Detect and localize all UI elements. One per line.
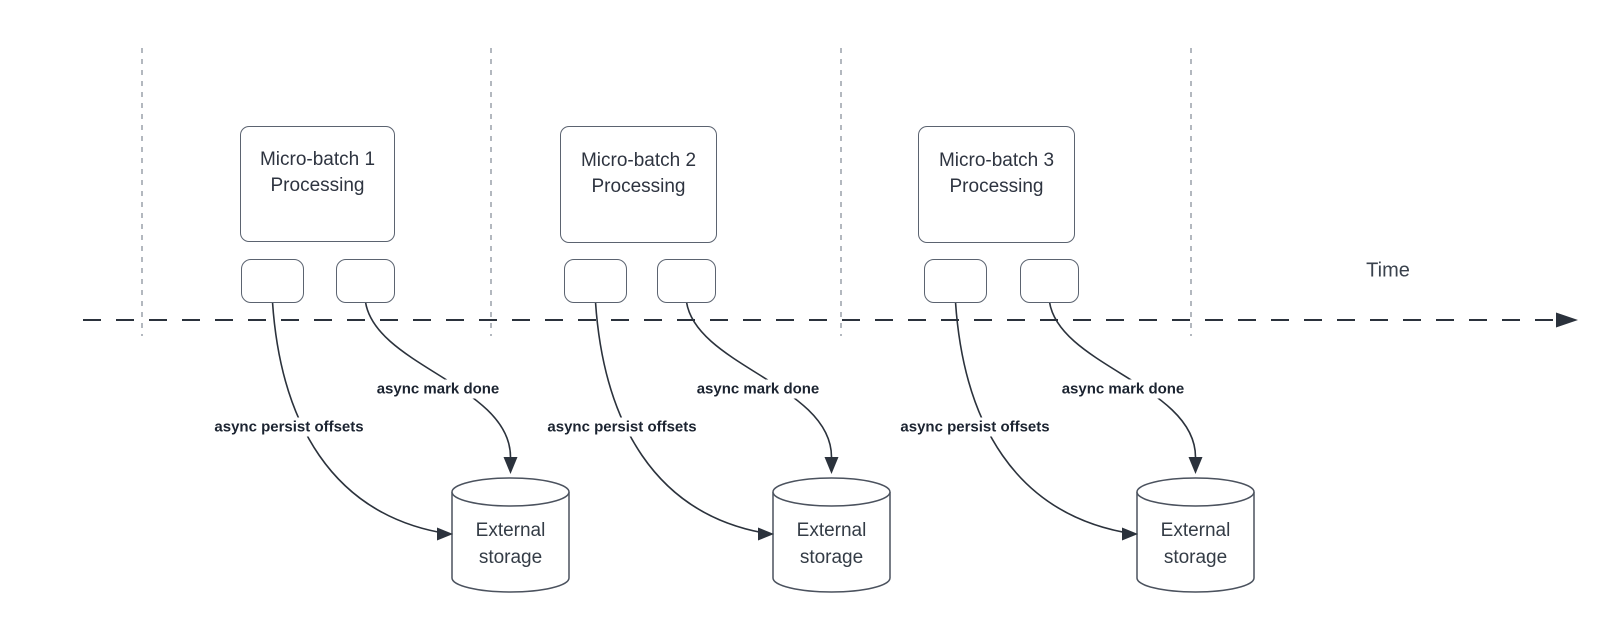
persist-offsets-label: async persist offsets xyxy=(544,417,700,437)
persist-arrowhead-icon xyxy=(437,527,453,541)
storage-cylinder-top xyxy=(451,477,570,507)
storage-cylinder-body xyxy=(772,492,891,593)
mark-done-arrowhead-icon xyxy=(503,457,518,474)
storage-cylinder-top xyxy=(1136,477,1255,507)
persist-task-box xyxy=(564,259,627,303)
micro-batch-title-line2: Processing xyxy=(949,175,1044,197)
persist-arrowhead-icon xyxy=(1122,527,1138,541)
external-storage-line2: storage xyxy=(799,547,864,568)
external-storage-line1: External xyxy=(1160,520,1231,541)
mark-done-arrow xyxy=(685,301,833,458)
external-storage-line2: storage xyxy=(1163,547,1228,568)
mark-done-arrow xyxy=(1048,301,1197,458)
external-storage-label: External storage xyxy=(1137,478,1254,590)
mark-done-arrow xyxy=(364,301,512,458)
storage-cylinder-body xyxy=(451,492,570,593)
external-storage-line1: External xyxy=(796,520,867,541)
micro-batch-title-line2: Processing xyxy=(591,175,686,197)
mark-done-task-box xyxy=(657,259,716,303)
external-storage-line1: External xyxy=(475,520,546,541)
micro-batch-2-box: Micro-batch 2 Processing xyxy=(560,126,717,243)
persist-task-box xyxy=(241,259,304,303)
persist-task-box xyxy=(924,259,987,303)
micro-batch-1-box: Micro-batch 1 Processing xyxy=(240,126,395,242)
persist-offsets-arrow xyxy=(954,301,1135,535)
storage-cylinder-top xyxy=(772,477,891,507)
external-storage-label: External storage xyxy=(452,478,569,590)
persist-offsets-label: async persist offsets xyxy=(211,417,367,437)
micro-batch-title-line1: Micro-batch 1 xyxy=(259,149,376,170)
time-axis-arrowhead-icon xyxy=(1556,312,1578,328)
mark-done-label: async mark done xyxy=(1058,379,1188,399)
micro-batch-3-box: Micro-batch 3 Processing xyxy=(918,126,1075,243)
mark-done-arrowhead-icon xyxy=(1188,457,1203,474)
persist-offsets-label: async persist offsets xyxy=(897,417,1053,437)
mark-done-task-box xyxy=(1020,259,1079,303)
mark-done-label: async mark done xyxy=(693,379,823,399)
micro-batch-title-line2: Processing xyxy=(270,175,365,196)
micro-batch-title-line1: Micro-batch 2 xyxy=(580,149,697,171)
external-storage-line2: storage xyxy=(478,547,543,568)
mark-done-task-box xyxy=(336,259,395,303)
micro-batch-title-line1: Micro-batch 3 xyxy=(938,149,1055,171)
persist-offsets-arrow xyxy=(594,301,771,535)
persist-arrowhead-icon xyxy=(758,527,774,541)
mark-done-arrowhead-icon xyxy=(824,457,839,474)
mark-done-label: async mark done xyxy=(373,379,503,399)
storage-cylinder-body xyxy=(1136,492,1255,593)
external-storage-label: External storage xyxy=(773,478,890,590)
persist-offsets-arrow xyxy=(271,301,450,535)
time-axis-label: Time xyxy=(1366,259,1410,282)
